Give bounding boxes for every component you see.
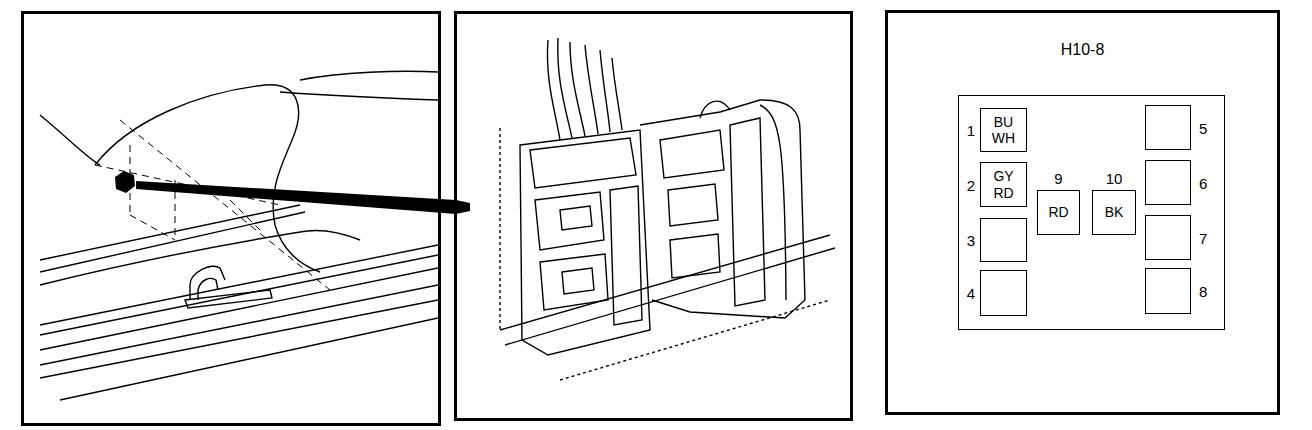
seat-drawing: [40, 71, 438, 400]
pin-cavity: 10BK: [1092, 190, 1136, 235]
pin-number: 10: [1106, 171, 1123, 186]
connector-id: H10-8: [888, 41, 1277, 59]
pin-number: 1: [967, 123, 975, 138]
panel-frame: [456, 13, 852, 420]
pin-number: 8: [1199, 284, 1207, 299]
wire-color: RD: [1048, 204, 1068, 220]
connector-location: [115, 171, 135, 193]
pin-cavity: 8: [1145, 268, 1191, 314]
pin-cavity: 5: [1145, 105, 1191, 150]
pin-cavity: 6: [1145, 160, 1191, 205]
leader-line: [456, 200, 470, 214]
pin-number: 5: [1199, 120, 1207, 135]
pin-cavity: 9RD: [1037, 190, 1080, 235]
pin-number: 9: [1054, 171, 1062, 186]
wire-color: BK: [1105, 204, 1124, 220]
pin-cavity: 2GY RD: [980, 162, 1027, 207]
panel-frame: [23, 13, 440, 425]
pin-number: 2: [967, 177, 975, 192]
connector-drawing: [500, 38, 835, 380]
wire-color: GY RD: [988, 168, 1019, 200]
pin-cavity: 4: [980, 270, 1027, 316]
pin-number: 4: [967, 286, 975, 301]
leader-line: [136, 181, 456, 214]
pin-number: 7: [1199, 230, 1207, 245]
pin-cavity: 3: [980, 218, 1027, 262]
wire-color: BU WH: [988, 114, 1019, 146]
pin-cavity: 7: [1145, 215, 1191, 260]
connector-face-panel: H10-81BU WH52GY RD9RD10BK63748: [885, 10, 1280, 415]
pin-cavity: 1BU WH: [980, 108, 1027, 152]
pin-number: 6: [1199, 175, 1207, 190]
pin-number: 3: [967, 233, 975, 248]
